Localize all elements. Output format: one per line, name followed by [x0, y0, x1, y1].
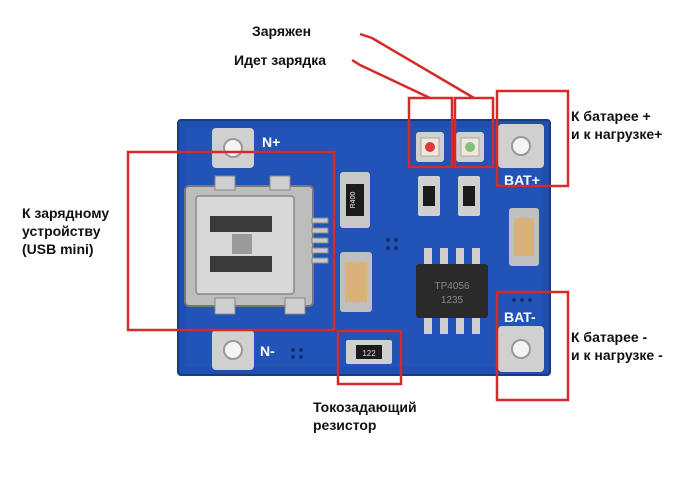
resistor-r400: R400 [340, 172, 370, 228]
label-usb: К зарядному устройству (USB mini) [22, 205, 110, 257]
pad-bat-plus [498, 124, 544, 168]
chip-date: 1235 [441, 295, 464, 306]
highlight-usb [126, 150, 336, 332]
vias [291, 238, 532, 359]
highlight-led-charged [407, 96, 454, 169]
label-resistor: Токозадающий резистор [313, 399, 417, 433]
tp4056-chip: TP4056 1235 [416, 248, 488, 334]
silk-n-minus: N- [260, 343, 275, 359]
label-charging: Идет зарядка [234, 52, 327, 68]
led-resistor-1 [418, 176, 440, 216]
pad-n-plus [212, 128, 254, 168]
highlight-bat-minus [495, 290, 570, 402]
led-charging [456, 132, 484, 162]
resistor-code: R400 [350, 192, 357, 209]
chip-label: TP4056 [434, 281, 469, 292]
silk-bat-plus: BAT+ [504, 172, 540, 188]
leader-charging [351, 58, 431, 100]
small-resistor-code: 122 [362, 349, 376, 358]
leader-charged [359, 32, 475, 100]
highlight-resistor [336, 329, 403, 386]
pad-n-minus [212, 330, 254, 370]
led-resistor-2 [458, 176, 480, 216]
highlight-bat-plus [495, 89, 570, 188]
capacitor-right [509, 208, 539, 266]
silk-n-plus: N+ [262, 134, 280, 150]
led-charged [416, 132, 444, 162]
silk-bat-minus: BAT- [504, 309, 536, 325]
capacitor-left [340, 252, 372, 312]
label-bat-plus: К батарее + и к нагрузке+ [571, 108, 663, 142]
usb-mini-connector [184, 175, 329, 315]
current-set-resistor: 122 [346, 340, 392, 364]
label-charged: Заряжен [252, 23, 312, 39]
label-bat-minus: К батарее - и к нагрузке - [571, 329, 663, 363]
pad-bat-minus [498, 326, 544, 372]
